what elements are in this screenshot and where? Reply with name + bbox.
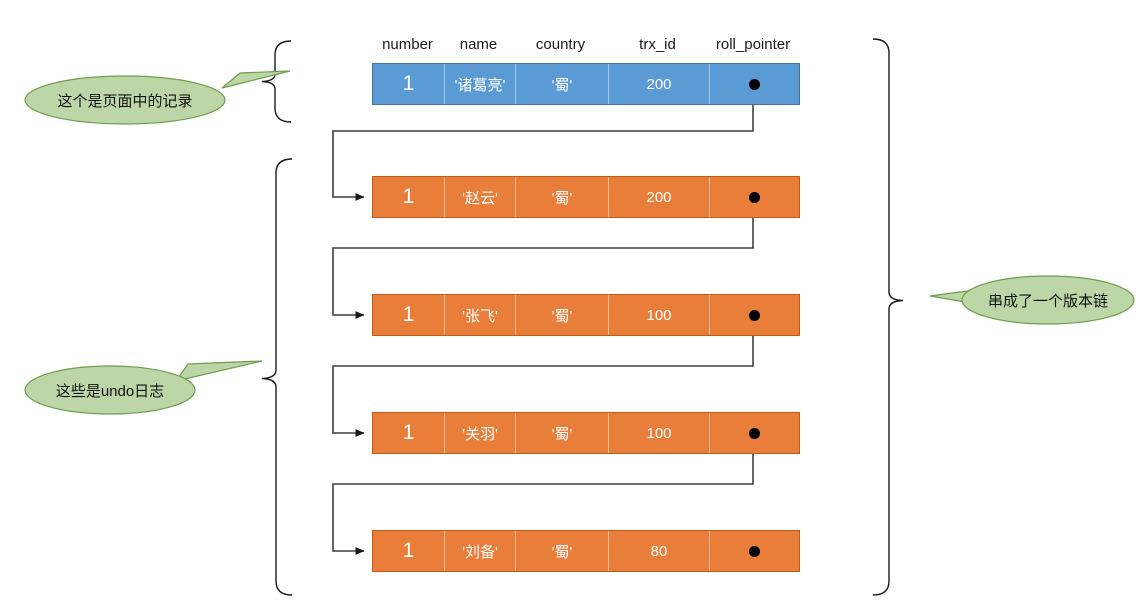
cell-trx-id: 200: [608, 64, 709, 104]
connector-undo-1-to-undo-2: [332, 201, 754, 319]
cell-country: '蜀': [515, 177, 608, 217]
pointer-dot-icon: [749, 78, 760, 90]
cell-name: '赵云': [444, 177, 515, 217]
callout-undo-label: 这些是undo日志: [55, 382, 165, 400]
column-header-roll-pointer: roll_pointer: [715, 36, 791, 53]
table-row-undo-4[interactable]: 1 '刘备' '蜀' 80: [372, 530, 800, 572]
pointer-dot-icon: [749, 309, 760, 321]
column-header-country: country: [535, 36, 586, 53]
callout-chain: 串成了一个版本链: [962, 276, 1134, 324]
cell-number: 1: [402, 539, 415, 562]
callout-chain-label: 串成了一个版本链: [987, 292, 1108, 310]
column-header-trx-id: trx_id: [639, 36, 676, 53]
cell-name: '关羽': [444, 413, 515, 453]
cell-trx-id: 200: [608, 177, 709, 217]
callout-record: 这个是页面中的记录: [25, 76, 225, 124]
cell-roll-pointer: [709, 295, 799, 335]
cell-country: '蜀': [515, 531, 608, 571]
table-row-record[interactable]: 1 '诸葛亮' '蜀' 200: [372, 63, 800, 105]
cell-name: '刘备': [444, 531, 515, 571]
cell-roll-pointer: [709, 64, 799, 104]
column-header-number: number: [382, 36, 433, 53]
connector-undo-2-to-undo-3: [332, 319, 754, 437]
cell-number: 1: [402, 303, 415, 326]
callout-bubble-chain: [929, 275, 1135, 325]
cell-country: '蜀': [515, 64, 608, 104]
cell-roll-pointer: [709, 531, 799, 571]
cell-country: '蜀': [515, 295, 608, 335]
cell-number: 1: [402, 421, 415, 444]
chain-brace: [872, 38, 904, 596]
cell-roll-pointer: [709, 177, 799, 217]
pointer-dot-icon: [749, 191, 760, 203]
cell-name: '张飞': [444, 295, 515, 335]
cell-country: '蜀': [515, 413, 608, 453]
table-row-undo-3[interactable]: 1 '关羽' '蜀' 100: [372, 412, 800, 454]
cell-trx-id: 100: [608, 413, 709, 453]
pointer-dot-icon: [749, 427, 760, 439]
undo-brace: [261, 158, 293, 596]
record-brace: [261, 40, 292, 123]
cell-number: 1: [402, 185, 415, 208]
callout-bubble-record: [24, 70, 291, 125]
cell-number: 1: [402, 72, 415, 95]
callout-undo: 这些是undo日志: [25, 366, 195, 414]
cell-name: '诸葛亮': [444, 64, 515, 104]
column-header-name: name: [459, 36, 498, 53]
connector-record-to-undo-1: [332, 84, 754, 201]
table-row-undo-1[interactable]: 1 '赵云' '蜀' 200: [372, 176, 800, 218]
cell-trx-id: 100: [608, 295, 709, 335]
pointer-dot-icon: [749, 545, 760, 557]
cell-trx-id: 80: [608, 531, 709, 571]
connector-undo-3-to-undo-4: [332, 437, 754, 555]
callout-record-label: 这个是页面中的记录: [57, 92, 193, 110]
cell-roll-pointer: [709, 413, 799, 453]
table-row-undo-2[interactable]: 1 '张飞' '蜀' 100: [372, 294, 800, 336]
callout-bubble-undo: [24, 360, 263, 415]
